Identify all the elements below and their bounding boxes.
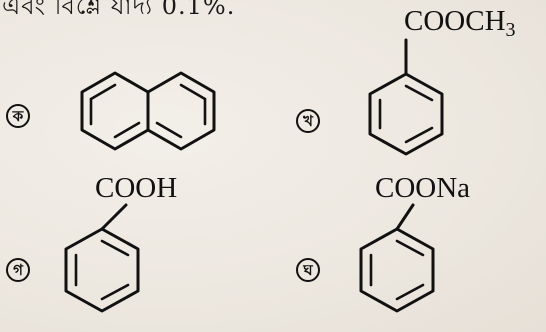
option-gha-formula: COONa: [375, 172, 471, 204]
naphthalene-structure: [80, 71, 216, 151]
option-kha-marker[interactable]: খ: [296, 109, 320, 133]
sodium-benzoate-structure: [359, 203, 435, 313]
option-ga-formula: COOH: [95, 172, 178, 204]
methyl-benzoate-structure: [368, 38, 444, 156]
option-kha-formula: COOCH3: [404, 5, 516, 41]
option-gha-marker[interactable]: ঘ: [296, 258, 320, 282]
option-ka-marker[interactable]: ক: [6, 104, 30, 128]
question-tail-text: এবং বিশ্লে যাদ্য 0.1%.: [2, 0, 236, 20]
benzoic-acid-structure: [64, 203, 140, 313]
option-ga-marker[interactable]: গ: [6, 258, 30, 282]
